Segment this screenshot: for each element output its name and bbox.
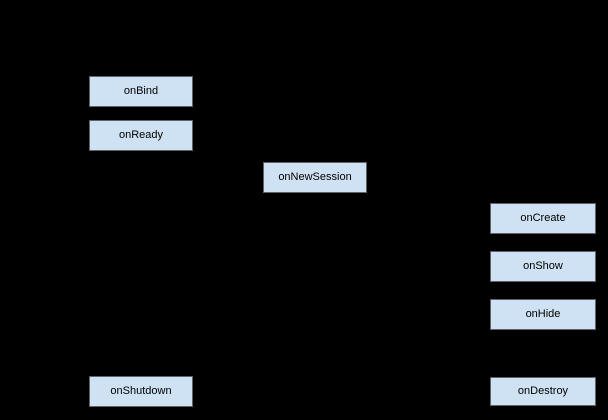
node-ondestroy: onDestroy xyxy=(490,377,596,406)
node-onshow: onShow xyxy=(490,251,596,282)
node-onready: onReady xyxy=(89,120,193,151)
node-onhide: onHide xyxy=(490,299,596,330)
node-oncreate: onCreate xyxy=(490,203,596,234)
node-onnewsession: onNewSession xyxy=(263,162,367,193)
node-onbind: onBind xyxy=(89,76,193,107)
node-onshutdown: onShutdown xyxy=(89,376,193,407)
